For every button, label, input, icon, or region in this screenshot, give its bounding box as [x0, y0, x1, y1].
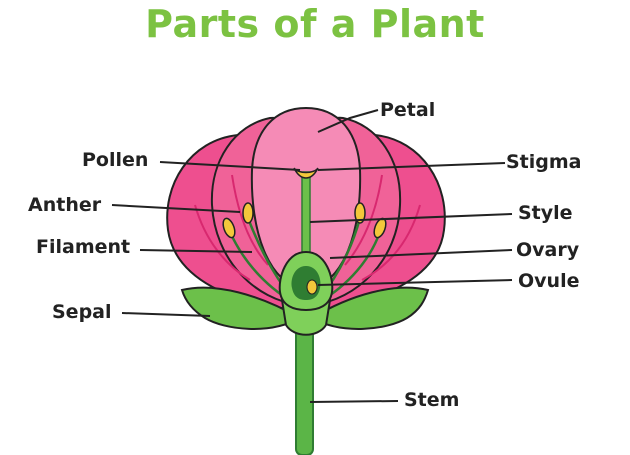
anthers: [222, 202, 387, 239]
leader-anther: [111, 204, 241, 213]
leader-stigma: [317, 162, 506, 171]
diagram-title: Parts of a Plant: [145, 2, 485, 46]
sepals: [180, 286, 430, 330]
label-anther: Anther: [28, 194, 102, 216]
leader-lines: [111, 109, 513, 403]
stem: [295, 321, 314, 455]
stigma-part: [293, 167, 319, 179]
label-ovule: Ovule: [518, 270, 579, 292]
leader-ovule: [317, 279, 513, 286]
label-petal: Petal: [380, 99, 435, 121]
leader-petal: [317, 109, 379, 133]
anther-3: [354, 202, 366, 224]
label-filament: Filament: [36, 236, 130, 258]
leader-pollen: [159, 161, 301, 171]
label-pollen: Pollen: [82, 149, 148, 171]
leader-filament: [139, 249, 253, 253]
label-stem: Stem: [404, 389, 459, 411]
anther-1: [242, 202, 254, 224]
leader-stem: [309, 400, 399, 403]
label-stigma: Stigma: [506, 151, 582, 173]
label-ovary: Ovary: [516, 239, 580, 261]
leader-sepal: [121, 312, 211, 317]
sepal-left: [180, 286, 303, 330]
leader-style: [309, 213, 513, 223]
style-part: [301, 171, 311, 258]
anther-2: [222, 217, 236, 239]
sepal-right: [310, 286, 430, 330]
label-sepal: Sepal: [52, 301, 112, 323]
petal-veins: [194, 174, 421, 281]
label-style: Style: [518, 202, 573, 224]
leader-ovary: [329, 249, 513, 259]
ovule-seed: [306, 279, 318, 295]
